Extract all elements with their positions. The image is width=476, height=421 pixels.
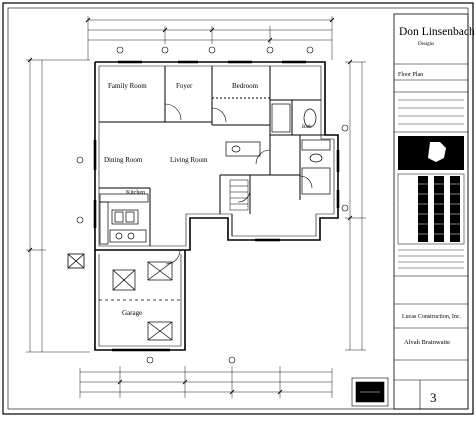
client-name: Alvah Brainwaite (404, 339, 450, 346)
sheet-border-inner (7, 7, 469, 410)
stair-hatch (229, 179, 249, 211)
builder-name: Lucas Construction, Inc. (402, 314, 461, 320)
windows (93, 60, 340, 242)
designer-name: Don Linsenbach (399, 26, 475, 38)
sheet-number: 3 (430, 390, 437, 405)
designer-sub: Designs (418, 42, 434, 47)
sheet-border-outer (2, 2, 474, 415)
garage-fixtures (99, 261, 181, 341)
dimension-ticks (27, 17, 353, 395)
title-block-text: Don Linsenbach Designs Floor Plan Lucas … (398, 26, 475, 405)
scale-box (351, 377, 389, 407)
room-label-bath: Bath (302, 125, 312, 130)
door-swings (164, 103, 313, 265)
room-label-dining-room: Dining Room (104, 156, 143, 164)
room-labels: Family Room Foyer Bedroom Dining Room Li… (104, 82, 312, 317)
room-label-living-room: Living Room (170, 156, 208, 164)
exterior-walls-inner (98, 65, 335, 247)
exterior-box (67, 253, 85, 269)
title-block (393, 13, 469, 410)
interior-walls (99, 66, 334, 246)
room-label-kitchen: Kitchen (126, 190, 145, 196)
kitchen-cabinets (99, 193, 149, 245)
room-label-family-room: Family Room (108, 82, 147, 90)
floor-plan (67, 60, 340, 352)
bath-fixtures (225, 103, 331, 195)
room-label-garage: Garage (122, 309, 142, 317)
dimension-lines (26, 16, 366, 398)
room-label-bedroom: Bedroom (232, 82, 259, 90)
room-label-foyer: Foyer (176, 82, 193, 90)
schedule-table (397, 136, 465, 269)
grid-bubbles (76, 46, 349, 364)
sheet-title: Floor Plan (398, 72, 423, 78)
